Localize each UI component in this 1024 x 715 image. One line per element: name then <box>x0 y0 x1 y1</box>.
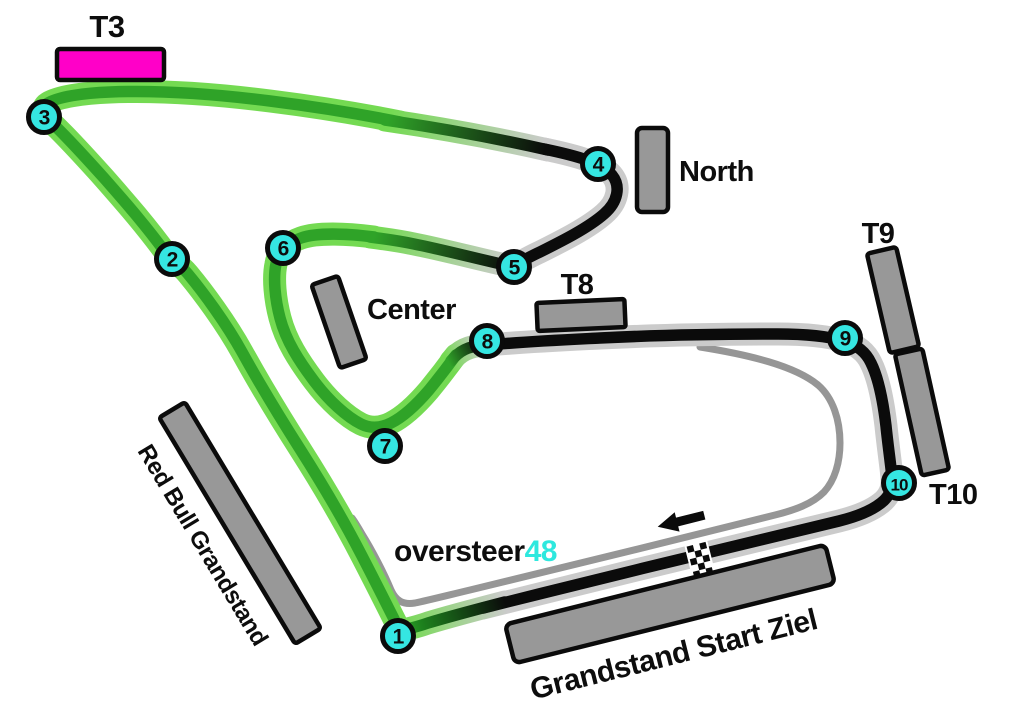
turn-marker-3: 3 <box>26 99 62 135</box>
turn-marker-circle-9 <box>827 320 863 356</box>
stand-t9-lower <box>893 346 951 478</box>
turn-marker-number-8: 8 <box>482 331 494 354</box>
turn-marker-circle-8 <box>469 323 505 359</box>
turn-marker-circle-1 <box>380 618 416 654</box>
turn-marker-number-9: 9 <box>840 328 851 351</box>
turn-marker-7: 7 <box>367 428 403 464</box>
turn-marker-circle-3 <box>26 99 62 135</box>
direction-arrow <box>657 510 706 532</box>
stand-start-ziel <box>504 543 836 665</box>
stand-north <box>634 125 671 215</box>
turn-marker-4: 4 <box>580 146 616 182</box>
turn-markers-layer: 1 2 3 4 5 6 7 8 9 10 <box>26 99 917 654</box>
label-north: North <box>679 156 754 188</box>
stand-red-bull-grandstand <box>158 400 322 646</box>
turn-marker-number-4: 4 <box>593 154 605 177</box>
turn-marker-number-6: 6 <box>278 238 289 261</box>
turn-marker-circle-5 <box>496 249 532 285</box>
core-loop-green <box>268 228 462 433</box>
label-t8: T8 <box>561 269 594 301</box>
turn-marker-9: 9 <box>827 320 863 356</box>
turn-marker-circle-7 <box>367 428 403 464</box>
brand-oversteer48: oversteer48 <box>394 535 557 568</box>
turn-marker-circle-4 <box>580 146 616 182</box>
turn-marker-number-3: 3 <box>39 107 50 130</box>
core-green-sector <box>37 85 406 637</box>
turn-marker-number-10: 10 <box>891 476 908 495</box>
stand-center <box>310 274 368 370</box>
turn-marker-number-1: 1 <box>393 626 405 649</box>
turn-marker-10: 10 <box>881 465 917 501</box>
turn-marker-circle-6 <box>265 230 301 266</box>
turn-marker-6: 6 <box>265 230 301 266</box>
turn-marker-number-5: 5 <box>509 257 521 280</box>
turn-marker-8: 8 <box>469 323 505 359</box>
turn-marker-number-7: 7 <box>380 436 391 459</box>
label-center: Center <box>367 294 456 326</box>
turn-marker-circle-2 <box>154 241 190 277</box>
turn-marker-1: 1 <box>380 618 416 654</box>
label-t9: T9 <box>862 218 895 250</box>
stand-t9-upper <box>865 245 921 355</box>
stand-t8 <box>534 296 628 334</box>
label-t10: T10 <box>929 479 977 511</box>
turn-marker-number-2: 2 <box>167 249 178 272</box>
turn-marker-5: 5 <box>496 249 532 285</box>
turn-marker-2: 2 <box>154 241 190 277</box>
brand-cyan-part: 48 <box>525 535 557 568</box>
brand-black-part: oversteer <box>394 535 525 568</box>
core-transition-top <box>379 114 554 156</box>
grandstands-layer <box>54 46 951 665</box>
turn-marker-circle-10 <box>881 465 917 501</box>
core-transition-5-6 <box>364 231 520 273</box>
label-t3: T3 <box>89 9 124 44</box>
stand-t3 <box>54 46 167 83</box>
